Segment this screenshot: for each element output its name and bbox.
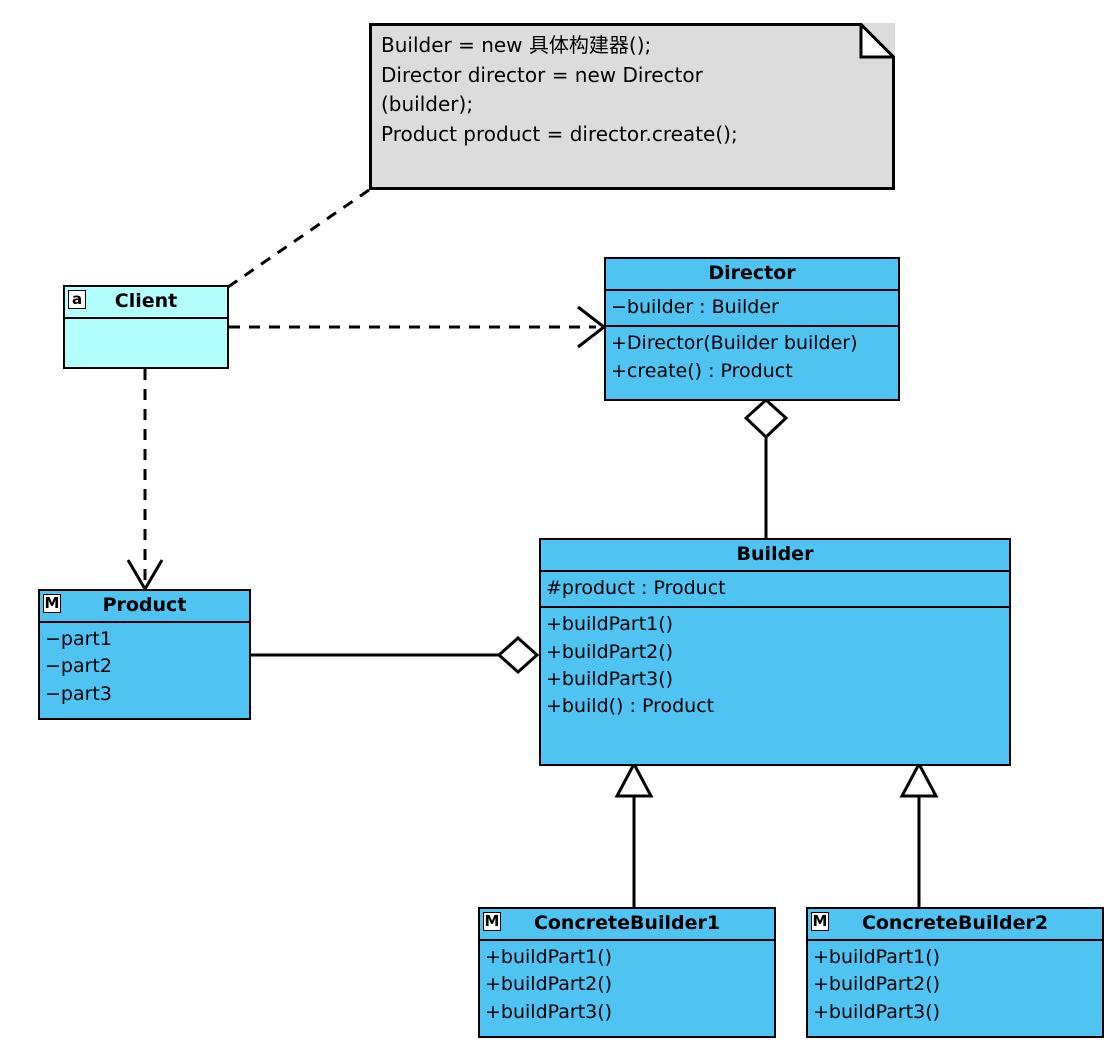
class-box-director[interactable]: Director −builder : Builder +Director(Bu… [604, 257, 900, 401]
class-attributes-builder: #product : Product [541, 572, 1009, 609]
attribute-row: −builder : Builder [611, 296, 779, 318]
abstract-badge-icon: a [68, 290, 86, 309]
operation-row: +Director(Builder builder) [611, 332, 858, 355]
operation-row: +buildPart3() [485, 1000, 613, 1023]
operation-row: +create() : Product [611, 359, 793, 382]
attribute-row: −part1 [45, 628, 112, 650]
class-box-product[interactable]: M Product −part1 −part2 −part3 [38, 589, 251, 720]
class-box-client[interactable]: a Client [63, 285, 229, 369]
operation-row: +buildPart3() [546, 668, 674, 691]
class-name-product: Product [102, 594, 187, 616]
attribute-row: −part3 [45, 682, 112, 705]
class-name-concrete-builder-1: ConcreteBuilder1 [533, 912, 721, 934]
attribute-row: #product : Product [546, 577, 726, 599]
operation-row: +buildPart1() [485, 946, 613, 968]
class-title-product: M Product [40, 591, 249, 623]
operation-row: +buildPart2() [813, 973, 941, 996]
class-title-builder: Builder [541, 540, 1009, 572]
class-operations-concrete-builder-1: +buildPart1() +buildPart2() +buildPart3(… [480, 941, 774, 1030]
class-box-concrete-builder-2[interactable]: M ConcreteBuilder2 +buildPart1() +buildP… [806, 907, 1104, 1038]
class-name-concrete-builder-2: ConcreteBuilder2 [861, 912, 1049, 934]
note-outline [369, 23, 895, 190]
edge-product-to-builder-diamond [496, 635, 540, 675]
operation-row: +buildPart1() [813, 946, 941, 968]
note-shape [369, 23, 895, 190]
class-title-director: Director [606, 259, 898, 291]
class-box-builder[interactable]: Builder #product : Product +buildPart1()… [539, 538, 1011, 766]
edge-cb2-to-builder-triangle [899, 760, 939, 798]
operation-row: +buildPart3() [813, 1000, 941, 1023]
class-title-concrete-builder-1: M ConcreteBuilder1 [480, 909, 774, 941]
class-name-director: Director [708, 262, 796, 284]
edge-cb1-to-builder-triangle [614, 760, 654, 798]
operation-row: +build() : Product [546, 695, 715, 718]
code-note: Builder = new 具体构建器(); Director director… [369, 23, 895, 190]
class-operations-director: +Director(Builder builder) +create() : P… [606, 327, 898, 389]
operation-row: +buildPart1() [546, 613, 674, 636]
class-title-client: a Client [65, 287, 227, 319]
edge-note-to-client [227, 188, 370, 289]
class-name-client: Client [114, 290, 178, 312]
class-title-concrete-builder-2: M ConcreteBuilder2 [808, 909, 1102, 941]
class-attributes-client [65, 319, 227, 359]
note-folded-corner-icon [859, 23, 895, 59]
operation-row: +buildPart2() [546, 640, 674, 663]
note-text: Builder = new 具体构建器(); Director director… [381, 33, 738, 146]
model-badge-icon: M [483, 912, 501, 931]
class-attributes-product: −part1 −part2 −part3 [40, 623, 249, 712]
class-operations-builder: +buildPart1() +buildPart2() +buildPart3(… [541, 608, 1009, 724]
model-badge-icon: M [811, 912, 829, 931]
class-attributes-director: −builder : Builder [606, 291, 898, 328]
class-box-concrete-builder-1[interactable]: M ConcreteBuilder1 +buildPart1() +buildP… [478, 907, 776, 1038]
class-operations-concrete-builder-2: +buildPart1() +buildPart2() +buildPart3(… [808, 941, 1102, 1030]
edge-director-to-builder-diamond [743, 397, 789, 440]
model-badge-icon: M [43, 594, 61, 613]
attribute-row: −part2 [45, 655, 112, 678]
class-name-builder: Builder [736, 543, 814, 565]
operation-row: +buildPart2() [485, 973, 613, 996]
